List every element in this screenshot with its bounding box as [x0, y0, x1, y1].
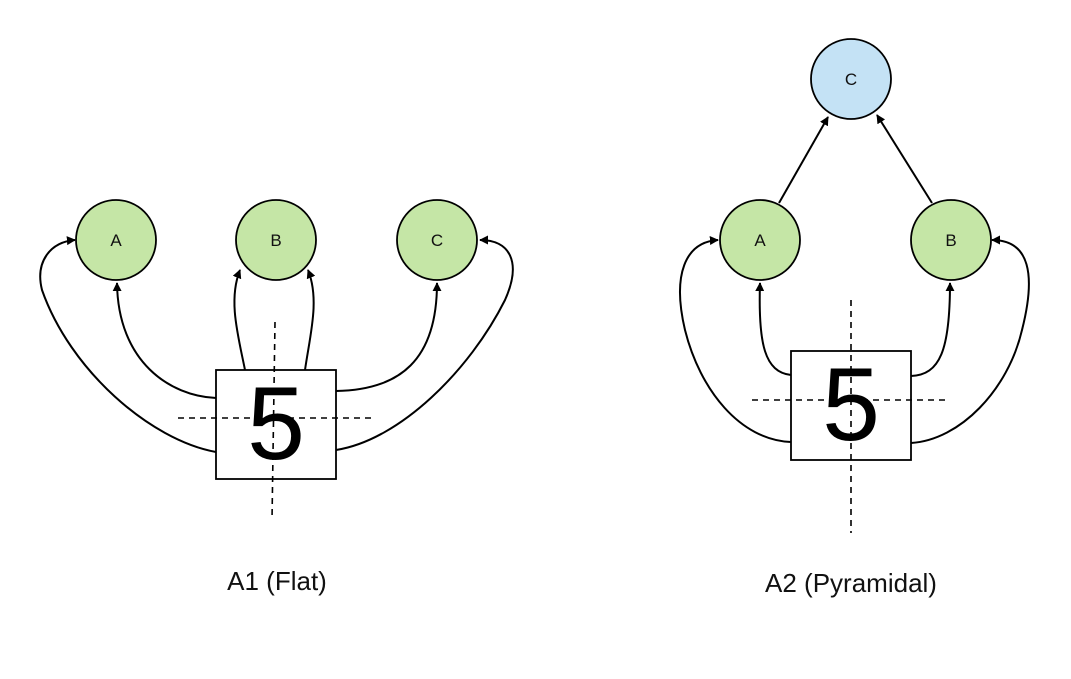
flat-node-c-label: C: [431, 231, 443, 250]
flat-edge-to-b-right: [304, 269, 316, 371]
pyramidal-diagram: 5 C A B A2 (Pyramidal): [679, 38, 1030, 598]
pyr-edge-to-b-outer: [910, 235, 1030, 444]
pyr-edge-b-to-c: [876, 114, 933, 204]
pyr-edge-to-b-inner: [910, 282, 955, 377]
pyr-edge-a-to-c: [778, 116, 829, 204]
pyr-node-a-label: A: [754, 231, 766, 250]
pyr-node-c-label: C: [845, 70, 857, 89]
flat-node-b: B: [235, 199, 317, 281]
flat-vertical-axis: [271, 321, 276, 521]
pyr-node-c: C: [810, 38, 892, 120]
pyr-node-b: B: [910, 199, 992, 281]
flat-edge-to-a-outer: [39, 236, 217, 453]
flat-diagram: 5 A B C A1 (Flat): [39, 199, 514, 596]
pyr-node-a: A: [719, 199, 801, 281]
pyr-node-b-label: B: [945, 231, 956, 250]
flat-node-c: C: [396, 199, 478, 281]
pyr-edge-to-a-outer: [679, 236, 792, 443]
pyr-edge-to-a-inner: [755, 282, 792, 376]
flat-edge-to-c-outer: [335, 235, 514, 451]
flat-caption: A1 (Flat): [227, 566, 327, 596]
flat-input-image: [215, 369, 337, 480]
flat-edge-to-c-inner: [335, 282, 442, 392]
flat-edge-to-b-left: [232, 269, 246, 371]
flat-node-a: A: [75, 199, 157, 281]
flat-input-digit: 5: [247, 366, 305, 482]
flat-node-a-label: A: [110, 231, 122, 250]
flat-node-b-label: B: [270, 231, 281, 250]
flat-edge-to-a-inner: [112, 282, 217, 399]
pyramidal-caption: A2 (Pyramidal): [765, 568, 937, 598]
